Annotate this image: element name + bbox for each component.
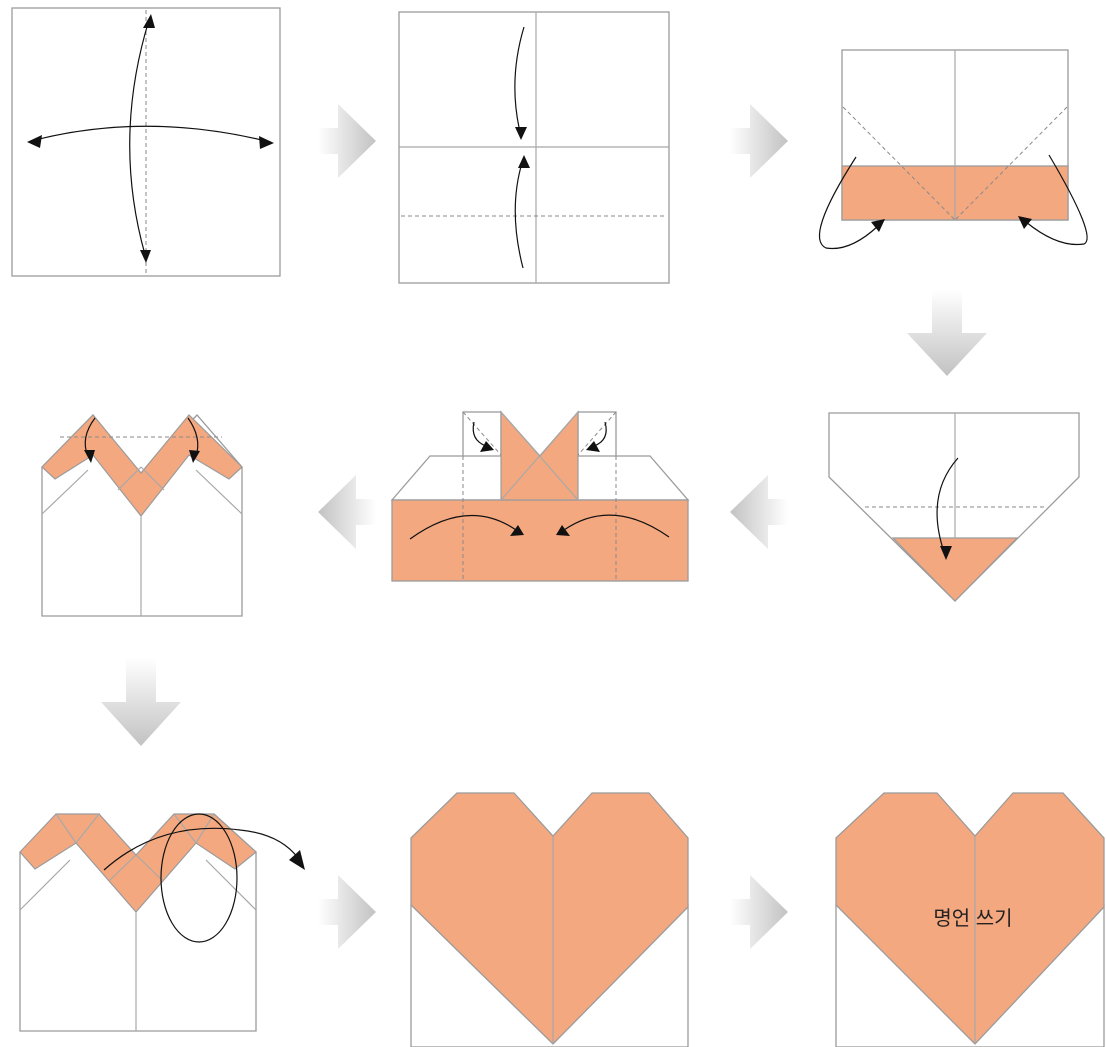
step-arrow-right xyxy=(318,104,376,178)
step-5 xyxy=(390,410,690,582)
step-9: 명언 쓰기 xyxy=(835,792,1105,1047)
step-8 xyxy=(410,792,689,1047)
step-arrow-right xyxy=(730,104,788,178)
step-arrow-left xyxy=(730,475,788,549)
step-3 xyxy=(818,49,1088,250)
step-6 xyxy=(41,414,243,617)
step-1 xyxy=(11,7,281,277)
quote-label: 명언 쓰기 xyxy=(933,907,1012,930)
step-arrow-right xyxy=(730,875,788,949)
step-2 xyxy=(398,11,670,284)
step-arrow-left xyxy=(318,475,376,549)
step-4 xyxy=(828,412,1080,602)
step-arrow-right xyxy=(318,875,376,949)
step-arrow-down xyxy=(907,290,987,376)
step-7 xyxy=(19,813,305,1032)
step-arrow-down xyxy=(101,658,181,746)
